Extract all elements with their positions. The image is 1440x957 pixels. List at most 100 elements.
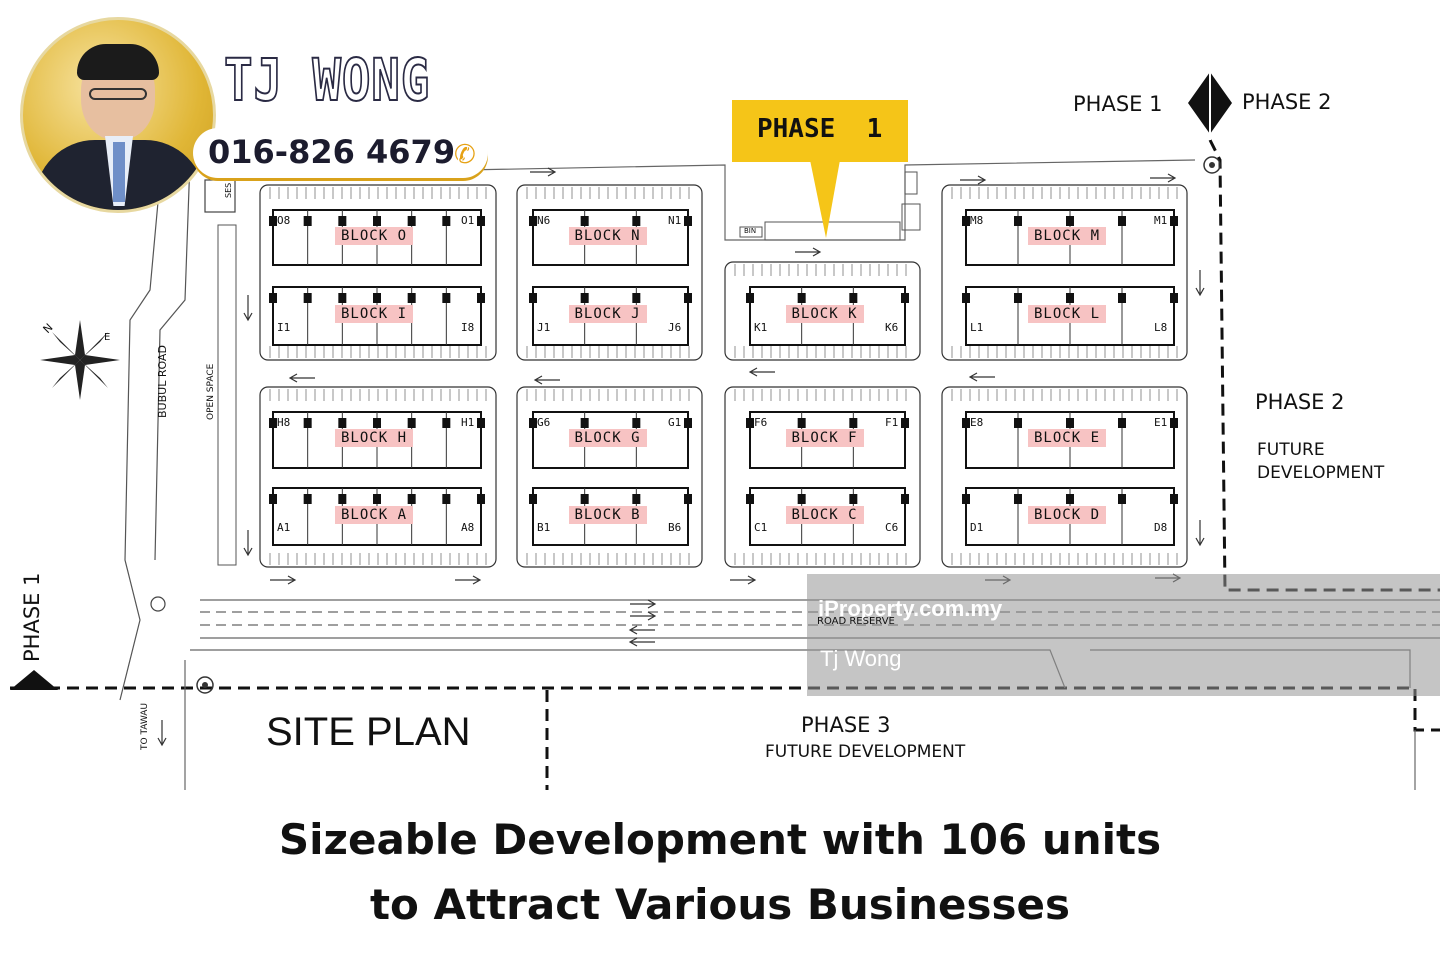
column-marker <box>684 216 692 226</box>
column-marker <box>962 418 970 428</box>
column-marker <box>1118 293 1126 303</box>
column-marker <box>580 494 589 504</box>
column-marker <box>1014 216 1022 226</box>
phone-pill <box>193 128 488 178</box>
column-marker <box>1170 293 1178 303</box>
block-l-label: BLOCK L <box>1028 305 1107 323</box>
block-i-label: BLOCK I <box>335 305 414 323</box>
column-marker <box>338 494 347 504</box>
column-marker <box>1118 418 1126 428</box>
unit-a1: A1 <box>277 521 291 534</box>
column-marker <box>303 293 312 303</box>
agent-avatar <box>20 17 216 213</box>
agent-phone[interactable]: 016-826 4679 <box>208 133 456 171</box>
road-reserve-label: ROAD RESERVE <box>817 616 895 627</box>
unit-k1: K1 <box>754 321 768 334</box>
block-d-label: BLOCK D <box>1028 505 1107 524</box>
unit-g1: G1 <box>668 416 682 429</box>
bin-label: BIN <box>744 227 757 235</box>
block-c-outline <box>749 487 906 546</box>
block-enclosure <box>259 184 497 361</box>
column-marker <box>269 293 277 303</box>
phase-marker-left: PHASE 1 <box>1073 92 1163 116</box>
unit-k6: K6 <box>885 321 899 334</box>
column-marker <box>269 494 277 504</box>
column-marker <box>477 418 485 428</box>
column-marker <box>477 293 485 303</box>
block-m-label: BLOCK M <box>1028 226 1107 245</box>
column-marker <box>442 293 451 303</box>
ses-label: SES <box>224 182 233 198</box>
unit-b1: B1 <box>537 521 551 534</box>
column-marker <box>580 418 589 428</box>
caption-line1: Sizeable Development with 106 units <box>278 815 1162 864</box>
watermark-name: Tj Wong <box>820 646 902 671</box>
column-marker <box>797 293 806 303</box>
column-marker <box>1066 216 1074 226</box>
block-enclosure <box>259 386 497 568</box>
block-j-outline <box>532 286 689 346</box>
callout-label: PHASE 1 <box>757 114 883 144</box>
blocks-layer <box>259 184 1188 568</box>
column-marker <box>338 418 347 428</box>
block-enclosure <box>941 386 1188 568</box>
column-marker <box>1118 494 1126 504</box>
agent-name: TJ WONG <box>223 45 431 115</box>
block-enclosure <box>724 261 921 361</box>
unit-e8: E8 <box>970 416 984 429</box>
unit-g6: G6 <box>537 416 551 429</box>
column-marker <box>901 494 909 504</box>
column-marker <box>1014 293 1022 303</box>
compass-east: E <box>104 332 111 343</box>
column-marker <box>901 418 909 428</box>
ses-box <box>204 179 236 213</box>
block-g-outline <box>532 411 689 469</box>
unit-j6: J6 <box>668 321 682 334</box>
column-marker <box>373 216 381 226</box>
block-c-label: BLOCK C <box>785 505 864 524</box>
unit-l8: L8 <box>1154 321 1168 334</box>
unit-m1: M1 <box>1154 214 1168 227</box>
column-marker <box>746 494 754 504</box>
unit-h1: H1 <box>461 416 475 429</box>
block-e-label: BLOCK E <box>1028 429 1107 447</box>
unit-e1: E1 <box>1154 416 1168 429</box>
column-marker <box>442 494 451 504</box>
block-h-label: BLOCK H <box>335 429 414 447</box>
phase2-sub2: DEVELOPMENT <box>1257 463 1385 483</box>
phase-marker-right: PHASE 2 <box>1242 90 1332 114</box>
block-enclosure <box>724 386 921 568</box>
column-marker <box>632 418 641 428</box>
column-marker <box>338 216 347 226</box>
column-marker <box>303 216 312 226</box>
phase2-title: PHASE 2 <box>1255 390 1345 414</box>
column-marker <box>269 418 277 428</box>
block-k-outline <box>749 286 906 346</box>
unit-n1: N1 <box>668 214 682 227</box>
phase3-title: PHASE 3 <box>801 713 891 737</box>
unit-d1: D1 <box>970 521 984 534</box>
column-marker <box>1118 216 1126 226</box>
column-marker <box>407 494 416 504</box>
phase-diamond-marker <box>1188 70 1232 174</box>
unit-l1: L1 <box>970 321 984 334</box>
block-f-label: BLOCK F <box>785 429 864 447</box>
column-marker <box>849 293 858 303</box>
column-marker <box>1014 418 1022 428</box>
column-marker <box>373 293 381 303</box>
unit-j1: J1 <box>537 321 551 334</box>
phase1-side-label: PHASE 1 <box>20 572 44 662</box>
phase2-sub1: FUTURE <box>1257 440 1325 460</box>
column-marker <box>477 216 485 226</box>
bubul-road-label: BUBUL ROAD <box>156 345 169 418</box>
column-marker <box>407 293 416 303</box>
column-marker <box>684 494 692 504</box>
watermark-overlay <box>807 574 1440 696</box>
column-marker <box>746 293 754 303</box>
block-enclosure <box>941 184 1188 361</box>
column-marker <box>849 418 858 428</box>
bubul-road <box>119 159 191 701</box>
block-o-label: BLOCK O <box>335 226 414 245</box>
unit-m8: M8 <box>970 214 984 227</box>
unit-o1: O1 <box>461 214 475 227</box>
